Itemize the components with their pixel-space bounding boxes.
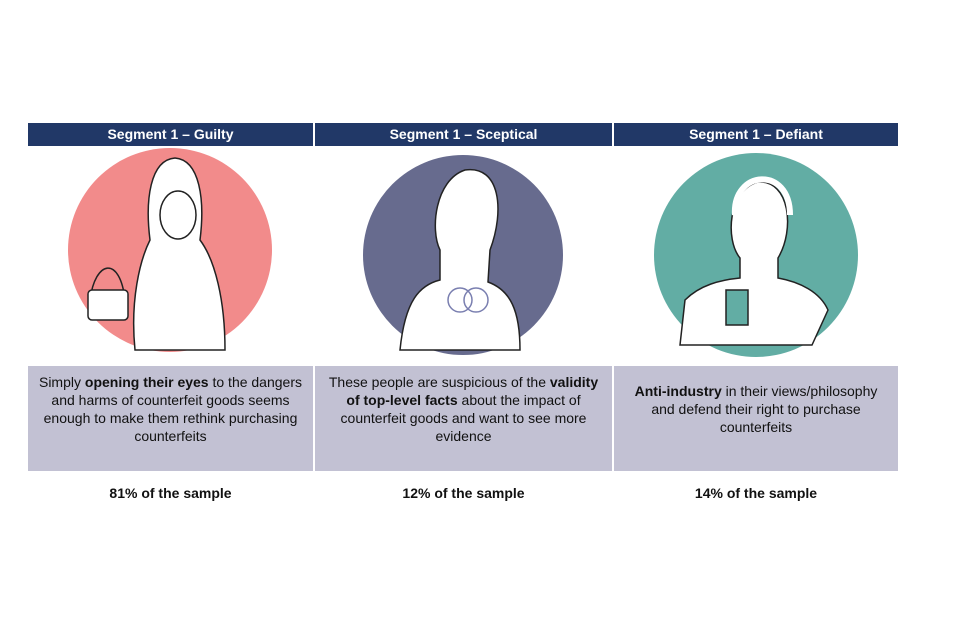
- desc-bold: validity of top-level facts: [346, 374, 599, 408]
- segment-guilty-header: Segment 1 – Guilty: [28, 123, 313, 146]
- segment-sceptical-share: 12% of the sample: [402, 485, 525, 501]
- segment-title: Segment 1 – Defiant: [614, 123, 898, 146]
- segment-sceptical-header: Segment 1 – Sceptical: [315, 123, 612, 146]
- segment-title: Segment 1 – Sceptical: [315, 123, 612, 146]
- desc-text: Simply: [38, 374, 85, 390]
- segment-defiant-share: 14% of the sample: [694, 485, 818, 501]
- segment-defiant-header: Segment 1 – Defiant: [614, 123, 898, 146]
- segment-title: Segment 1 – Guilty: [28, 123, 313, 146]
- segment-defiant-description: Anti-industry in their views/philosophy …: [614, 366, 898, 471]
- desc-text: in their views/philosophy and defend the…: [651, 383, 878, 435]
- desc-text: to the dangers and harms of counterfeit …: [43, 374, 302, 444]
- segment-sceptical-description: These people are suspicious of the valid…: [315, 366, 612, 471]
- desc-bold: opening their eyes: [84, 374, 209, 390]
- desc-text: about the impact of counterfeit goods an…: [340, 392, 587, 444]
- desc-text: These people are suspicious of the: [328, 374, 550, 390]
- segment-guilty-share: 81% of the sample: [109, 485, 232, 501]
- desc-bold: Anti-industry: [634, 383, 722, 399]
- segment-guilty-description: Simply opening their eyes to the dangers…: [28, 366, 313, 471]
